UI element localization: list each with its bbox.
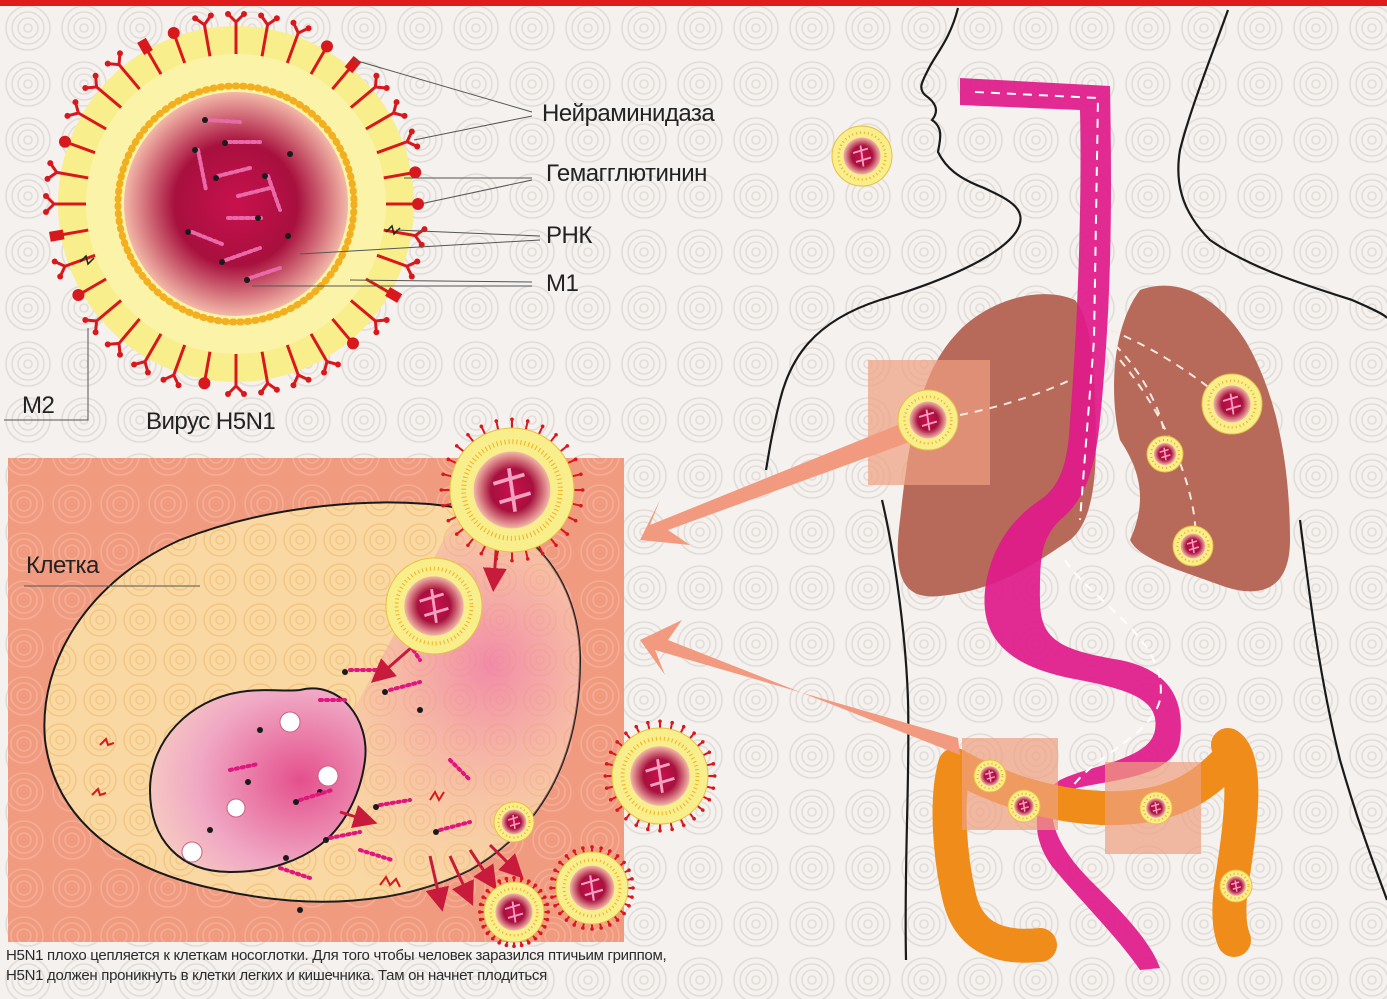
virus-core (124, 92, 348, 316)
virus-particle (1173, 526, 1213, 566)
rna-label: РНК (546, 222, 592, 250)
m1-label: М1 (546, 270, 578, 298)
virus-particle (898, 390, 958, 450)
cell-label: Клетка (26, 552, 99, 580)
virus-particle (1008, 790, 1040, 822)
hemagglutinin-label: Гемагглютинин (546, 160, 707, 188)
caption: H5N1 плохо цепляется к клеткам носоглотк… (6, 946, 1006, 986)
virus-particle (494, 802, 534, 842)
virus-particle (1202, 374, 1262, 434)
virus-particle (974, 760, 1006, 792)
virus-particle (1140, 792, 1172, 824)
top-border (0, 0, 1387, 6)
caption-line-2: H5N1 должен проникнуть в клетки легких и… (6, 966, 1006, 986)
caption-line-1: H5N1 плохо цепляется к клеткам носоглотк… (6, 946, 1006, 966)
virus-particle (1220, 870, 1252, 902)
virus-particle (832, 126, 892, 186)
virus-particle (1147, 436, 1183, 472)
m2-label: М2 (22, 392, 54, 420)
virus-particle (386, 558, 482, 654)
neuraminidase-label: Нейраминидаза (542, 100, 714, 128)
virus-name-label: Вирус H5N1 (146, 408, 275, 436)
